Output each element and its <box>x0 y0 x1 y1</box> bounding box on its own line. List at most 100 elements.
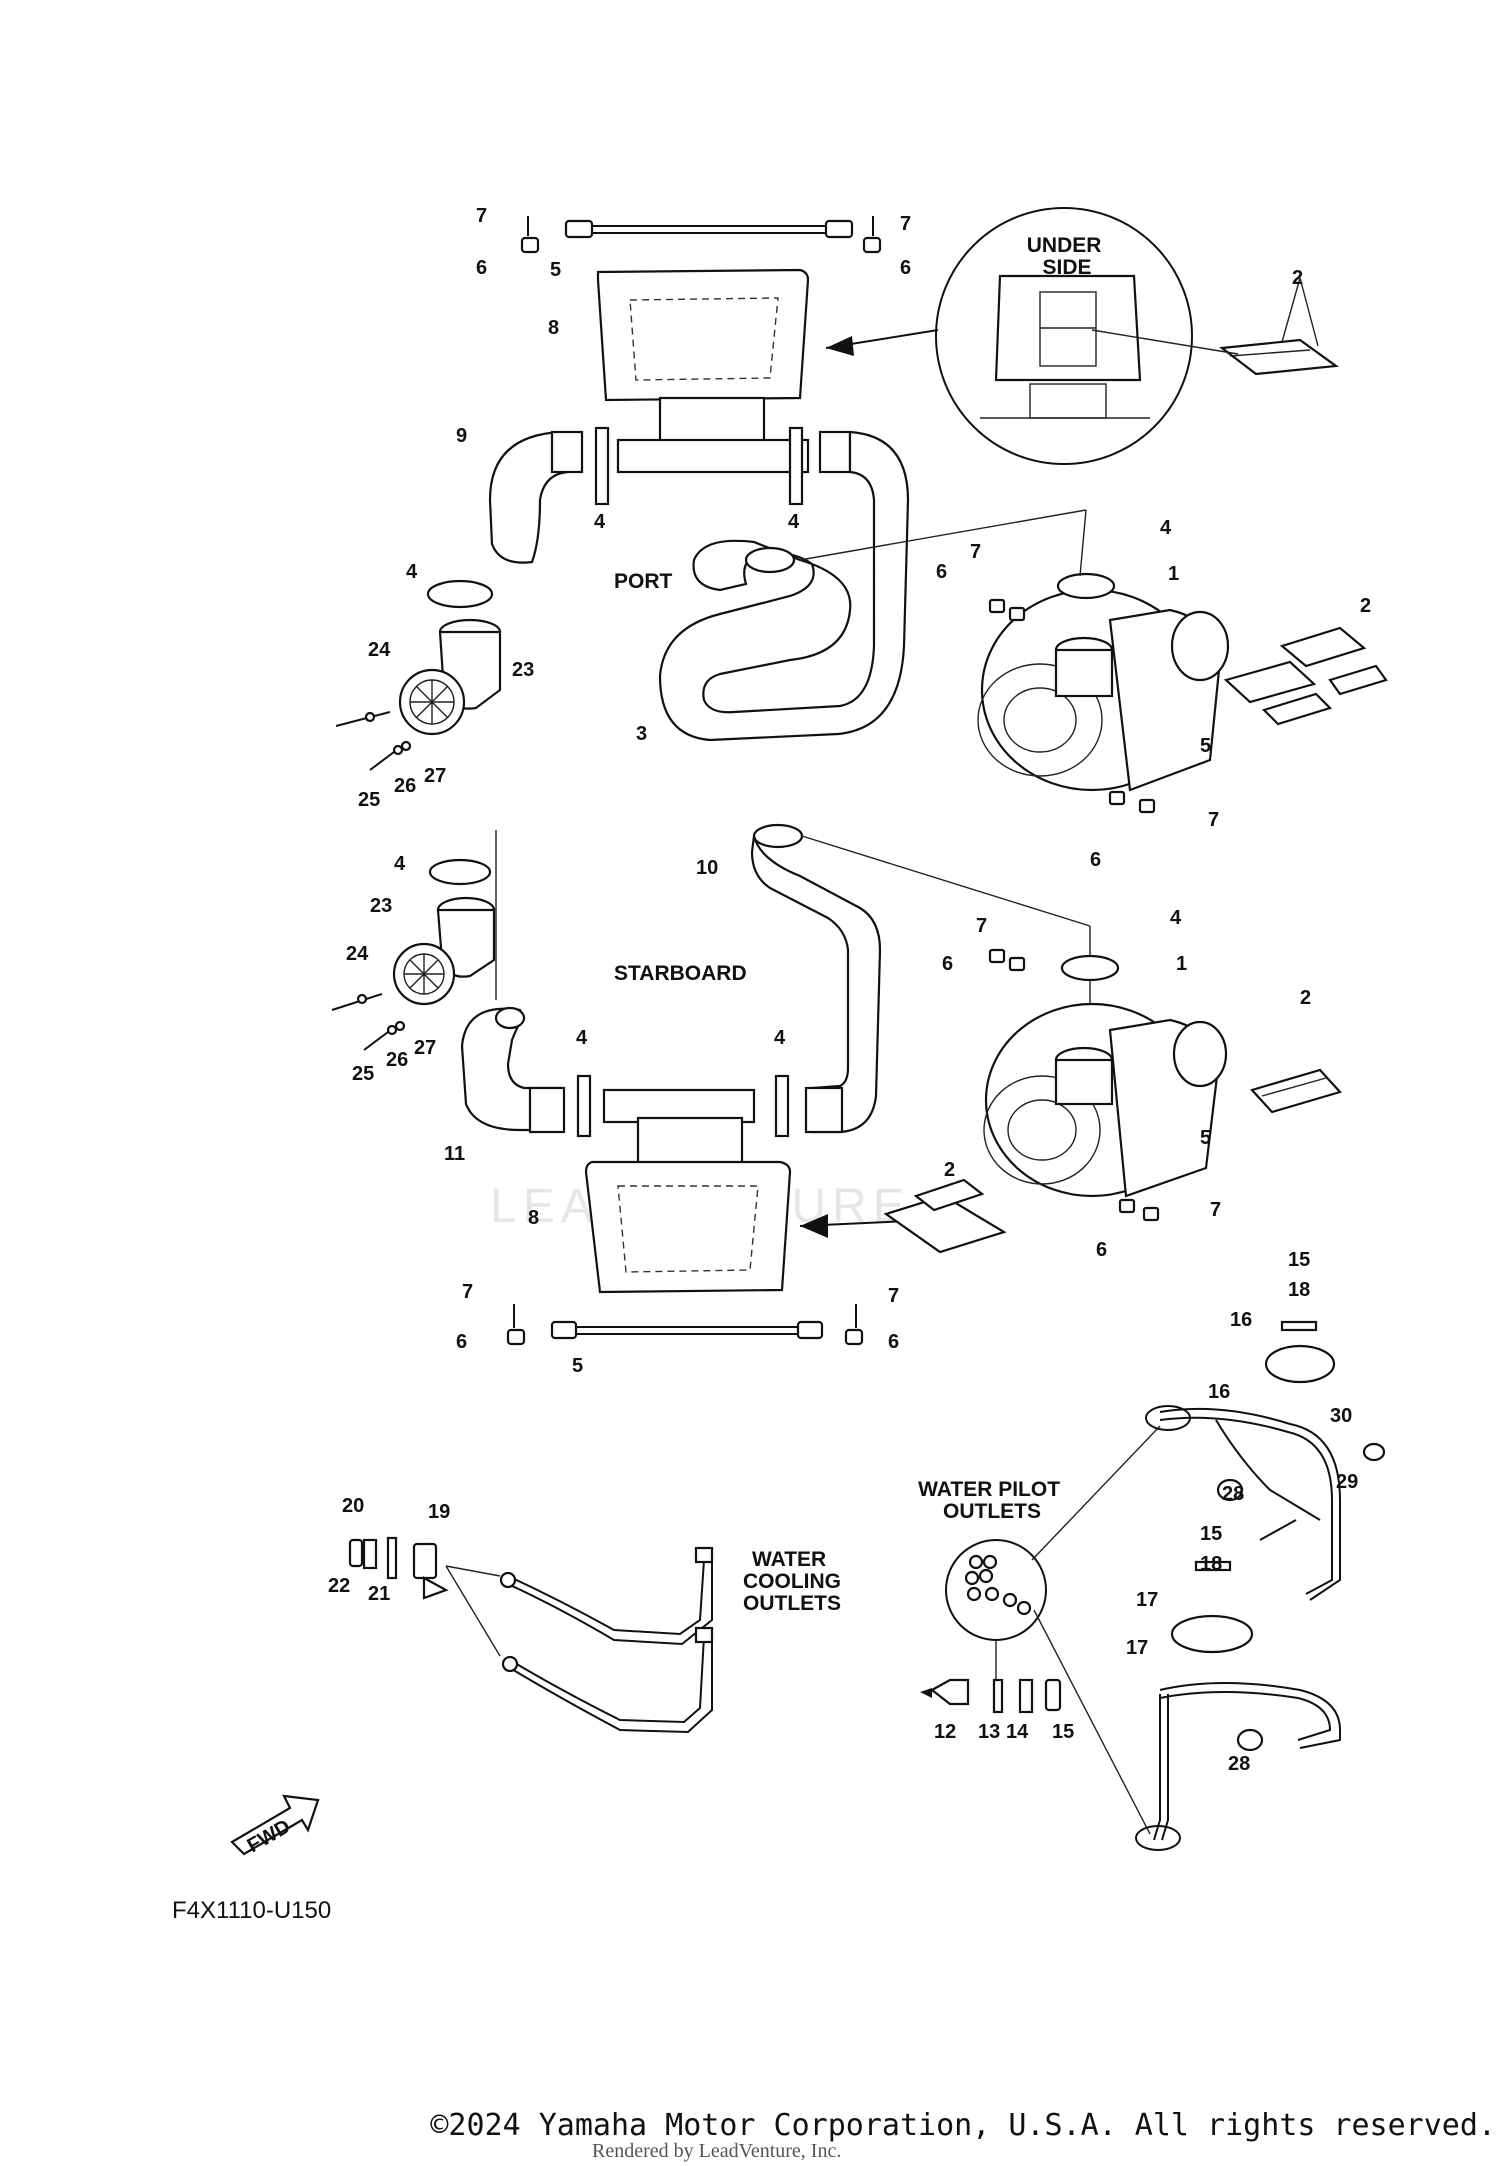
hose-10[interactable] <box>750 823 882 1134</box>
leader <box>1091 329 1239 355</box>
part-number: 24 <box>346 943 369 965</box>
part-number: 26 <box>386 1049 408 1071</box>
pilot-hoses-upper[interactable] <box>1145 1320 1386 1601</box>
cover-24-starboard[interactable] <box>392 942 456 1006</box>
clamp-vertical-1[interactable] <box>594 426 610 506</box>
bolt-25-starboard[interactable] <box>363 1020 406 1051</box>
nut-15[interactable] <box>1044 1678 1062 1712</box>
part-number: 2 <box>1360 595 1371 617</box>
washer-20[interactable] <box>362 1538 378 1570</box>
washer-21[interactable] <box>386 1536 398 1580</box>
part-number: 15 <box>1288 1249 1310 1271</box>
part-number: 27 <box>414 1037 436 1059</box>
part-number: 15 <box>1052 1721 1074 1743</box>
part-number: 17 <box>1136 1589 1158 1611</box>
part-number: 28 <box>1222 1483 1244 1505</box>
nut-22[interactable] <box>348 1538 364 1568</box>
nozzle-12[interactable] <box>920 1678 970 1706</box>
bolt-starboard[interactable] <box>331 993 383 1011</box>
fwd-arrow-icon: FWD <box>230 1794 320 1857</box>
part-number: 11 <box>444 1143 465 1165</box>
copyright-notice: ©2024 Yamaha Motor Corporation, U.S.A. A… <box>430 2108 1496 2143</box>
pad-starboard-silencer[interactable] <box>883 1178 1007 1254</box>
part-number: 28 <box>1228 1753 1250 1775</box>
clip-bottom-left[interactable] <box>506 1304 526 1346</box>
fitting-19[interactable] <box>412 1542 449 1600</box>
pilot-hoses-lower[interactable] <box>1135 1560 1341 1851</box>
pad-starboard-box[interactable] <box>1250 1068 1342 1114</box>
clips-starboard[interactable] <box>988 948 1160 1222</box>
cover-24-port[interactable] <box>398 668 466 736</box>
bolt-25-port[interactable] <box>369 740 412 771</box>
water-pilot-detail <box>945 1539 1047 1641</box>
strap-bottom[interactable] <box>550 1320 824 1340</box>
part-number: 6 <box>476 257 487 279</box>
water-pilot-title: WATER PILOT OUTLETS <box>918 1478 1066 1523</box>
clips-port[interactable] <box>988 598 1156 814</box>
part-number: 30 <box>1330 1405 1352 1427</box>
clip-top-right[interactable] <box>862 216 882 254</box>
part-number: 7 <box>462 1281 473 1303</box>
part-number: 4 <box>406 561 418 583</box>
pad-underside[interactable] <box>1219 338 1339 376</box>
hose-11[interactable] <box>460 1006 566 1134</box>
clip-bottom-right[interactable] <box>844 1304 864 1346</box>
clamp-hose-starboard[interactable] <box>428 858 492 886</box>
water-lock-silencer-top[interactable] <box>596 268 810 474</box>
clamp-vertical-3[interactable] <box>576 1074 592 1138</box>
part-number: 4 <box>594 511 606 533</box>
part-number: 6 <box>1096 1239 1107 1261</box>
hose-9[interactable] <box>488 430 584 564</box>
clip-top-left[interactable] <box>520 216 540 254</box>
part-number: 4 <box>576 1027 588 1049</box>
part-number: 2 <box>1292 267 1303 289</box>
washer-14[interactable] <box>1018 1678 1034 1714</box>
strap-top[interactable] <box>564 219 854 239</box>
part-number: 20 <box>342 1495 364 1517</box>
part-number: 8 <box>528 1207 539 1229</box>
rendered-by-notice: Rendered by LeadVenture, Inc. <box>592 2140 842 2162</box>
part-number: 7 <box>1210 1199 1221 1221</box>
arrowhead <box>826 336 854 356</box>
bolt-port[interactable] <box>335 711 391 727</box>
title-line: OUTLETS <box>943 1500 1041 1523</box>
clamp-vertical-2[interactable] <box>788 426 804 506</box>
part-number: 21 <box>368 1583 390 1605</box>
pipe-13[interactable] <box>992 1678 1004 1714</box>
part-number: 26 <box>394 775 416 797</box>
part-number: 6 <box>942 953 953 975</box>
part-number: 15 <box>1200 1523 1222 1545</box>
part-number: 14 <box>1006 1721 1029 1743</box>
arrowhead <box>800 1214 828 1238</box>
part-number: 7 <box>976 915 987 937</box>
air-filter-box-port[interactable] <box>977 572 1230 792</box>
part-number: 8 <box>548 317 559 339</box>
part-number: 4 <box>774 1027 786 1049</box>
clamp-vertical-4[interactable] <box>774 1074 790 1138</box>
water-cooling-hoses[interactable] <box>499 1546 714 1734</box>
part-number: 6 <box>1090 849 1101 871</box>
part-number: 29 <box>1336 1471 1358 1493</box>
part-number: 3 <box>636 723 647 745</box>
pads-port[interactable] <box>1223 626 1388 726</box>
water-lock-silencer-bottom[interactable] <box>584 1088 792 1294</box>
part-number: 7 <box>970 541 981 563</box>
part-number: 1 <box>1168 563 1179 585</box>
hose-3[interactable] <box>658 430 910 742</box>
part-number: 18 <box>1200 1553 1222 1575</box>
air-filter-box-starboard[interactable] <box>983 954 1228 1198</box>
part-number: 6 <box>936 561 947 583</box>
part-number: 10 <box>696 857 718 879</box>
clamp-hose-port[interactable] <box>426 579 494 609</box>
leader <box>801 835 1091 927</box>
part-number: 23 <box>370 895 392 917</box>
part-number: 25 <box>358 789 380 811</box>
part-number: 23 <box>512 659 534 681</box>
leader <box>1299 277 1319 347</box>
part-number: 6 <box>900 257 911 279</box>
leader <box>1031 1425 1161 1561</box>
part-number: 13 <box>978 1721 1000 1743</box>
drawing-code: F4X1110-U150 <box>172 1897 331 1924</box>
